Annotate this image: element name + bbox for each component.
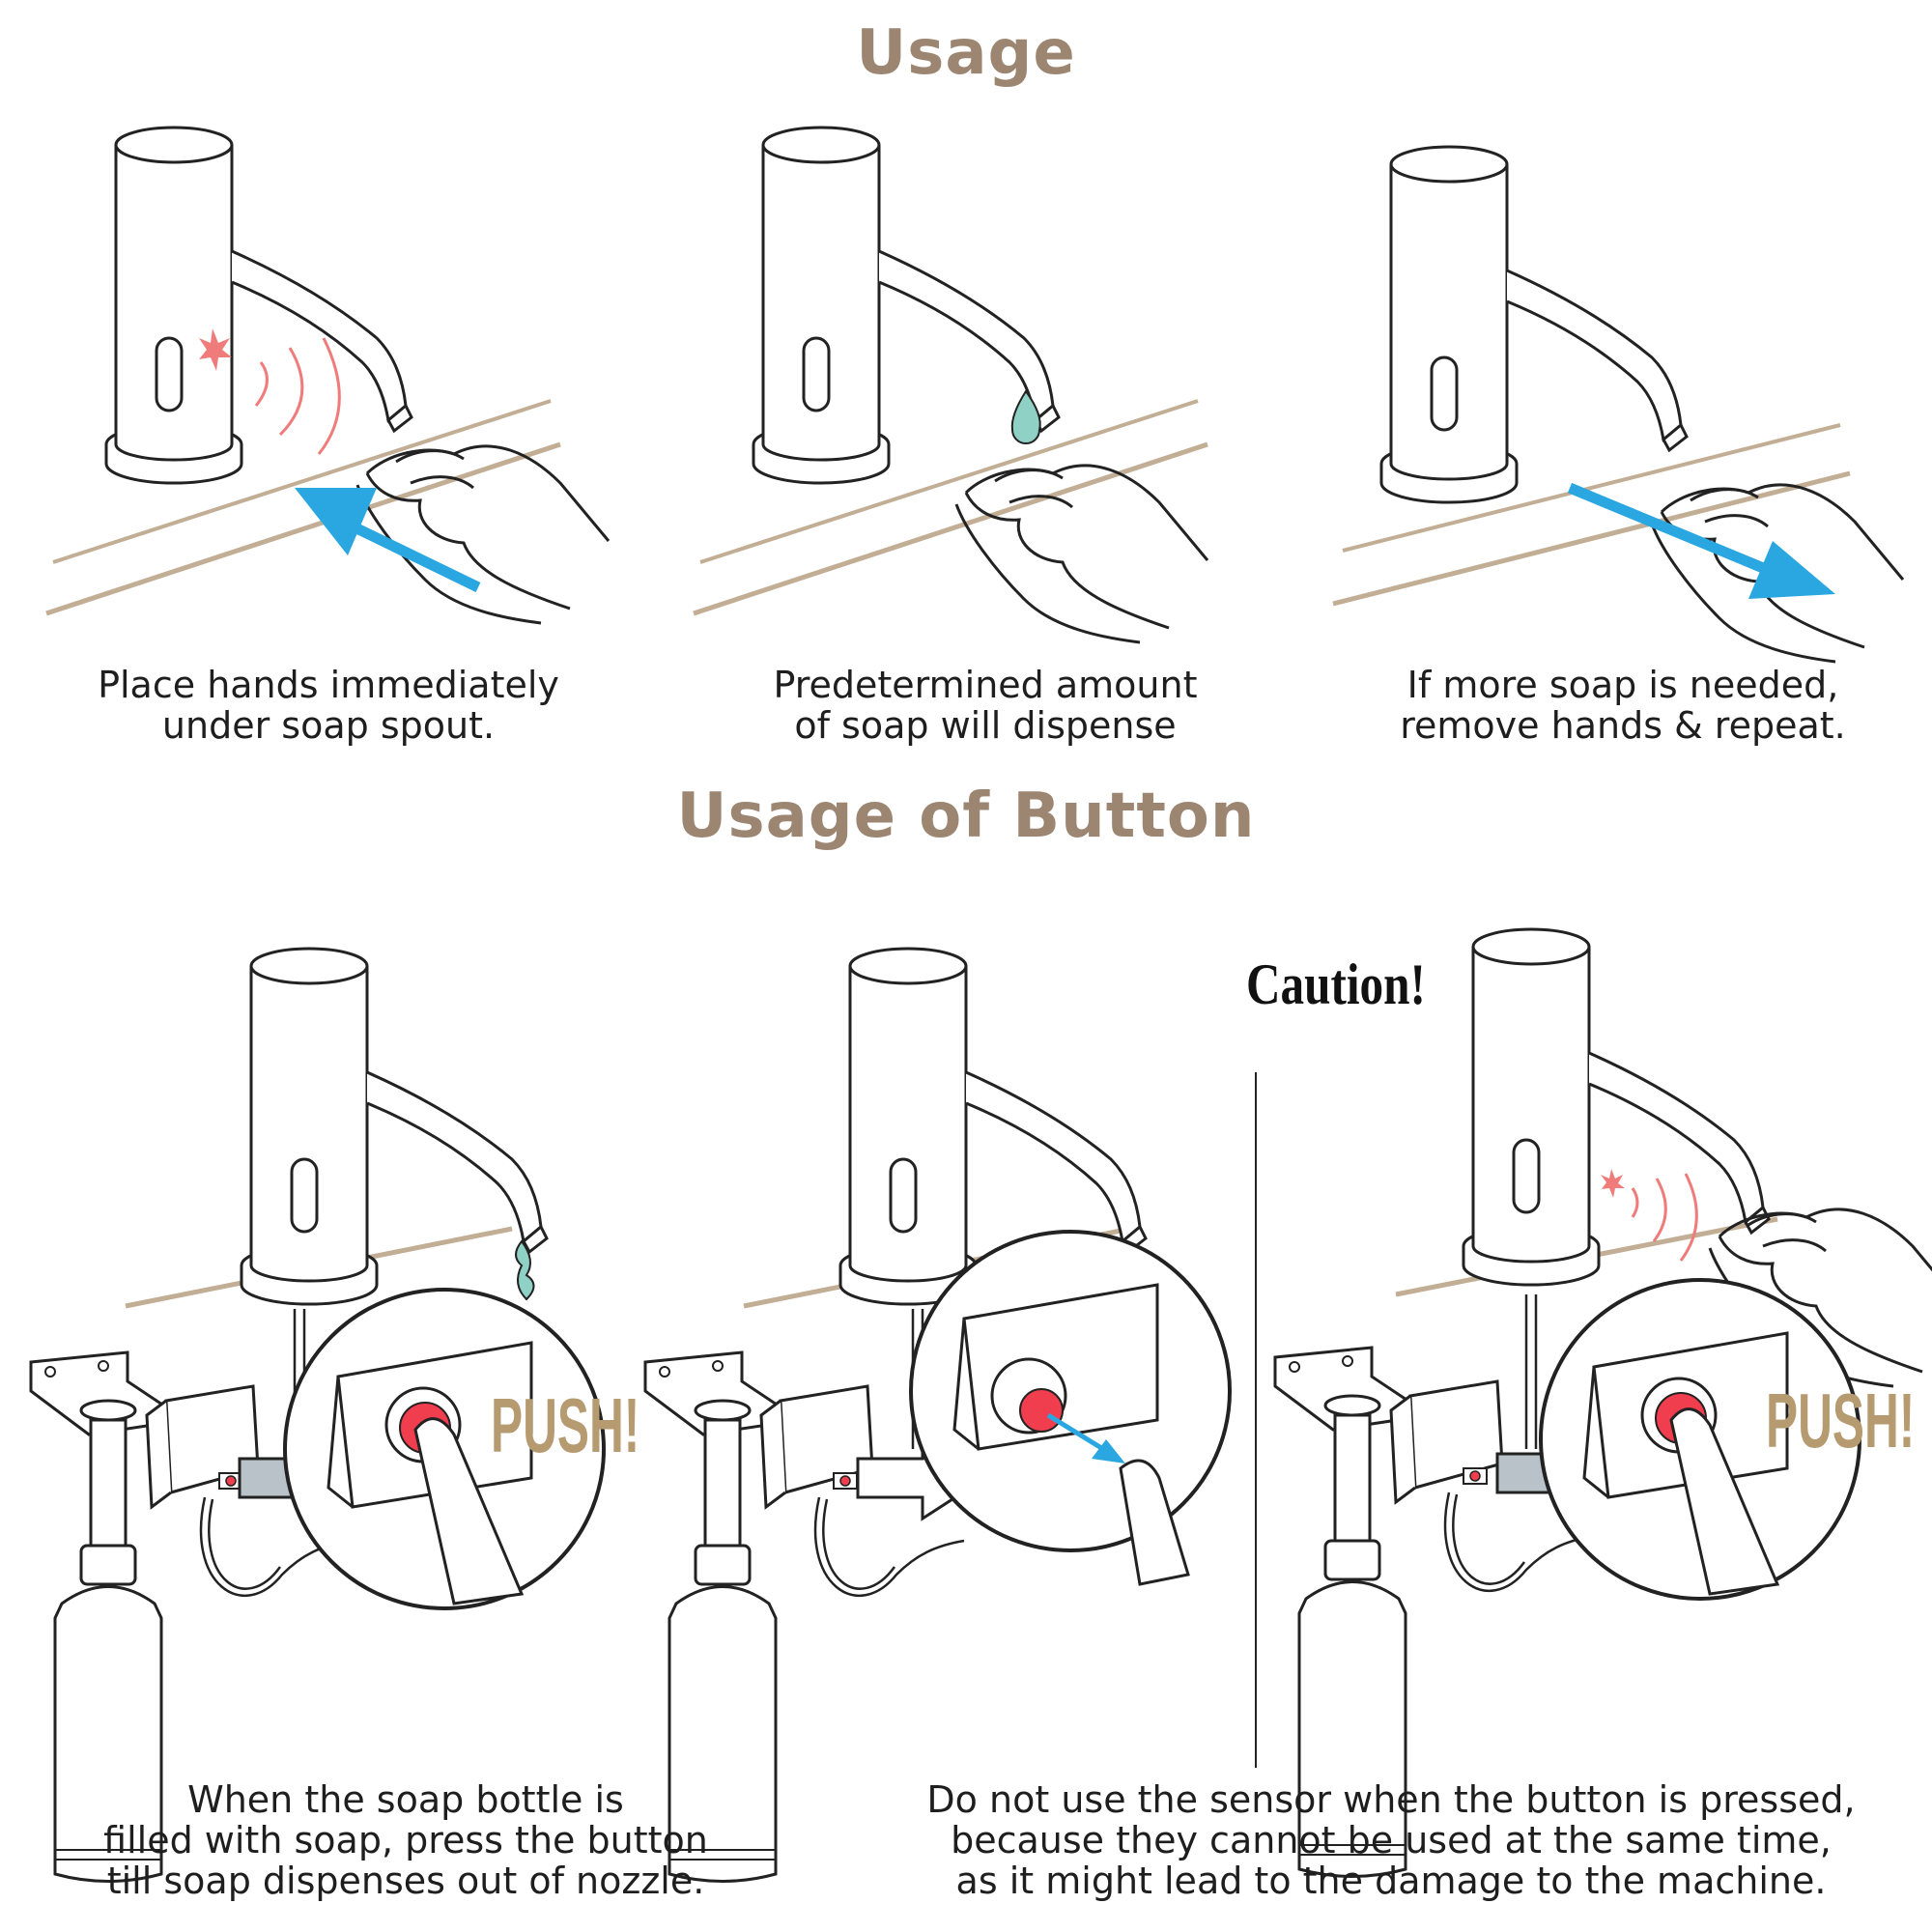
- zoom-circle: [909, 1230, 1232, 1552]
- arrow-icon: [340, 517, 481, 592]
- finger-icon: [1669, 1407, 1780, 1596]
- usage-of-button-heading: Usage of Button: [676, 781, 1256, 852]
- button-step2-illustration: [643, 947, 1232, 1883]
- button-step1-illustration: [29, 947, 606, 1883]
- hand-icon: [954, 464, 1209, 644]
- button-step3-illustration: [1273, 927, 1932, 1878]
- faucet-icon: [104, 126, 413, 485]
- finger-icon: [413, 1417, 525, 1605]
- finger-icon: [1119, 1459, 1190, 1586]
- step1-caption: Place hands immediately under soap spout…: [98, 664, 559, 747]
- faucet-icon: [1379, 145, 1689, 504]
- step2-illustration: [693, 126, 1209, 644]
- push-label: PUSH!: [491, 1382, 640, 1468]
- soap-drop-icon: [1010, 389, 1041, 444]
- step3-caption: If more soap is needed, remove hands & r…: [1400, 664, 1846, 747]
- arrow-icon: [1567, 482, 1771, 576]
- button-step2-caption: Do not use the sensor when the button is…: [926, 1778, 1856, 1902]
- step2-caption: Predetermined amount of soap will dispen…: [773, 664, 1198, 747]
- caution-label: Caution!: [1246, 952, 1426, 1016]
- step3-illustration: [1332, 145, 1905, 664]
- step1-illustration: [45, 126, 611, 625]
- button-step1-caption: When the soap bottle is filled with soap…: [103, 1778, 708, 1902]
- sensor-flash-icon: [199, 328, 232, 371]
- soap-stream-icon: [515, 1239, 535, 1301]
- hand-icon: [355, 444, 611, 625]
- usage-heading: Usage: [856, 17, 1076, 89]
- sensor-flash-icon: [1601, 1169, 1625, 1198]
- push-label: PUSH!: [1766, 1378, 1916, 1463]
